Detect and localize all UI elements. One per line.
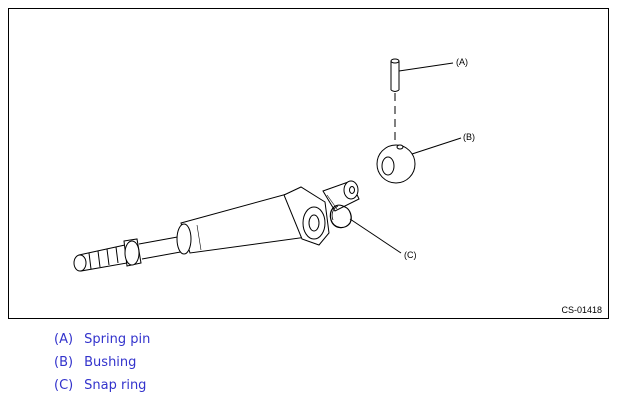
legend-item-snap-ring: (C) Snap ring	[54, 377, 150, 400]
leader-line-a	[398, 62, 454, 72]
legend-item-spring-pin: (A) Spring pin	[54, 331, 150, 354]
bushing	[376, 144, 416, 184]
callout-a: (A)	[456, 57, 468, 67]
figure-frame: (A) (B) (C) CS-01418	[8, 8, 609, 319]
leader-line-b	[411, 137, 462, 155]
callout-c: (C)	[404, 250, 417, 260]
legend-key: (C)	[54, 378, 74, 393]
parts-legend: (A) Spring pin (B) Bushing (C) Snap ring	[54, 331, 150, 400]
spring-pin	[390, 58, 400, 143]
callout-b: (B)	[463, 132, 475, 142]
legend-label: Spring pin	[84, 332, 151, 347]
shift-rod	[73, 180, 360, 272]
legend-key: (A)	[54, 332, 74, 347]
exploded-view-illustration: (A) (B) (C)	[73, 57, 475, 272]
legend-label: Snap ring	[84, 378, 147, 393]
leader-line-c	[349, 218, 402, 254]
figure-code: CS-01418	[561, 305, 602, 315]
legend-key: (B)	[54, 355, 74, 370]
legend-item-bushing: (B) Bushing	[54, 354, 150, 377]
legend-label: Bushing	[84, 355, 137, 370]
snap-ring	[329, 204, 352, 229]
